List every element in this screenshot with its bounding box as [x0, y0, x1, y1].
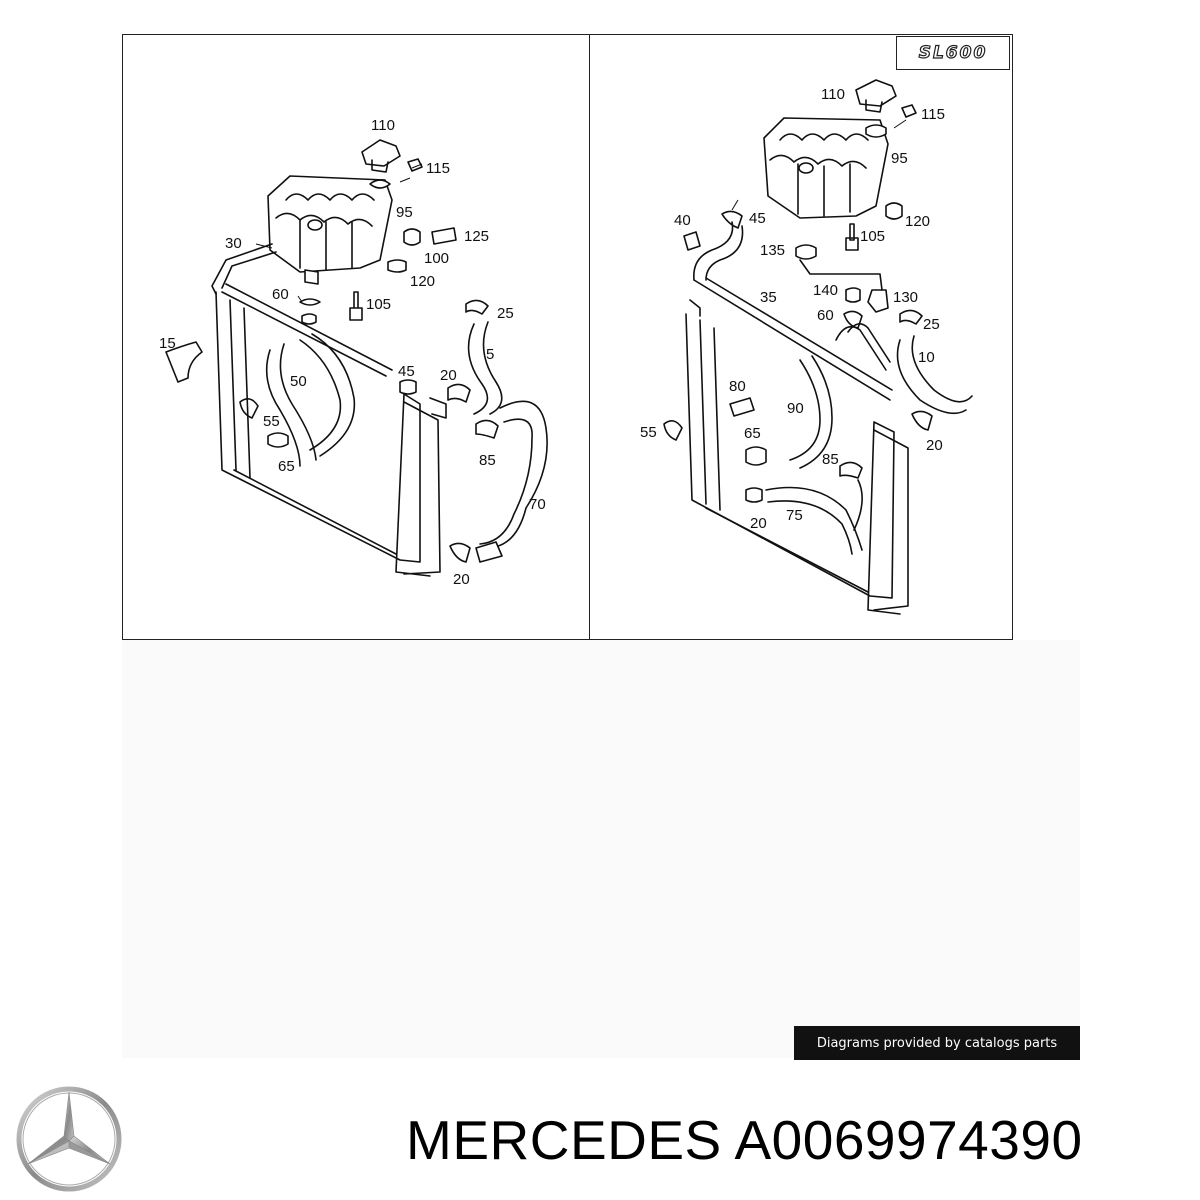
footer-title: MERCEDES A0069974390 [406, 1108, 1083, 1172]
left-label: 45 [398, 363, 415, 380]
left-label: 20 [440, 367, 457, 384]
right-label: 25 [923, 316, 940, 333]
left-label: 110 [371, 117, 395, 134]
left-expansion-tank [267, 175, 393, 285]
right-label: 130 [893, 289, 918, 306]
right-label: 120 [905, 213, 930, 230]
right-label: 75 [786, 507, 803, 524]
left-label: 115 [426, 160, 450, 177]
mercedes-star-icon [16, 1086, 122, 1192]
right-label: 90 [787, 400, 804, 417]
left-label: 55 [263, 413, 280, 430]
left-leader-lines [255, 163, 423, 303]
right-label: 55 [640, 424, 657, 441]
right-label: 110 [821, 86, 845, 103]
brand-name: MERCEDES [406, 1109, 722, 1171]
model-badge: SL600 [896, 36, 1010, 70]
right-radiator-cap [855, 79, 897, 113]
left-label: 60 [272, 286, 289, 303]
left-label: 15 [159, 335, 176, 352]
right-label: 40 [674, 212, 691, 229]
right-part-labels: 110 115 95 40 45 120 105 135 140 130 35 … [640, 86, 945, 532]
left-diagram-frame [122, 34, 590, 640]
left-label: 65 [278, 458, 295, 475]
right-label: 140 [813, 282, 838, 299]
right-label: 45 [749, 210, 766, 227]
left-label: 30 [225, 235, 242, 252]
right-label: 20 [750, 515, 767, 532]
left-label: 95 [396, 204, 413, 221]
right-label: 105 [860, 228, 885, 245]
left-label: 20 [453, 571, 470, 588]
right-radiator-core [685, 299, 909, 615]
right-leader-lines [731, 119, 907, 211]
left-clips [165, 341, 503, 563]
right-label: 10 [918, 349, 935, 366]
right-label: 85 [822, 451, 839, 468]
left-part-labels: 110 115 95 125 30 100 120 60 105 25 15 5… [159, 117, 546, 588]
part-number: A0069974390 [734, 1109, 1083, 1171]
left-small-fittings [239, 158, 499, 563]
right-hoses [693, 221, 973, 555]
right-label: 60 [817, 307, 834, 324]
right-label: 135 [760, 242, 785, 259]
right-label: 35 [760, 289, 777, 306]
left-label: 125 [464, 228, 489, 245]
right-label: 65 [744, 425, 761, 442]
left-label: 120 [410, 273, 435, 290]
right-expansion-tank [763, 117, 889, 219]
right-label: 115 [921, 106, 945, 123]
left-label: 85 [479, 452, 496, 469]
left-label: 70 [529, 496, 546, 513]
left-hoses [211, 243, 548, 549]
left-label: 5 [486, 346, 494, 363]
left-label: 50 [290, 373, 307, 390]
credit-banner: Diagrams provided by catalogs parts [794, 1026, 1080, 1060]
left-label: 25 [497, 305, 514, 322]
left-label: 100 [424, 250, 449, 267]
left-label: 105 [366, 296, 391, 313]
right-label: 80 [729, 378, 746, 395]
left-radiator-cap [361, 139, 401, 173]
right-label: 95 [891, 150, 908, 167]
right-small-fittings [663, 104, 933, 503]
gray-sheet-background [122, 640, 1080, 1058]
model-badge-text: SL600 [918, 42, 988, 63]
right-label: 20 [926, 437, 943, 454]
left-radiator-core [215, 291, 447, 577]
